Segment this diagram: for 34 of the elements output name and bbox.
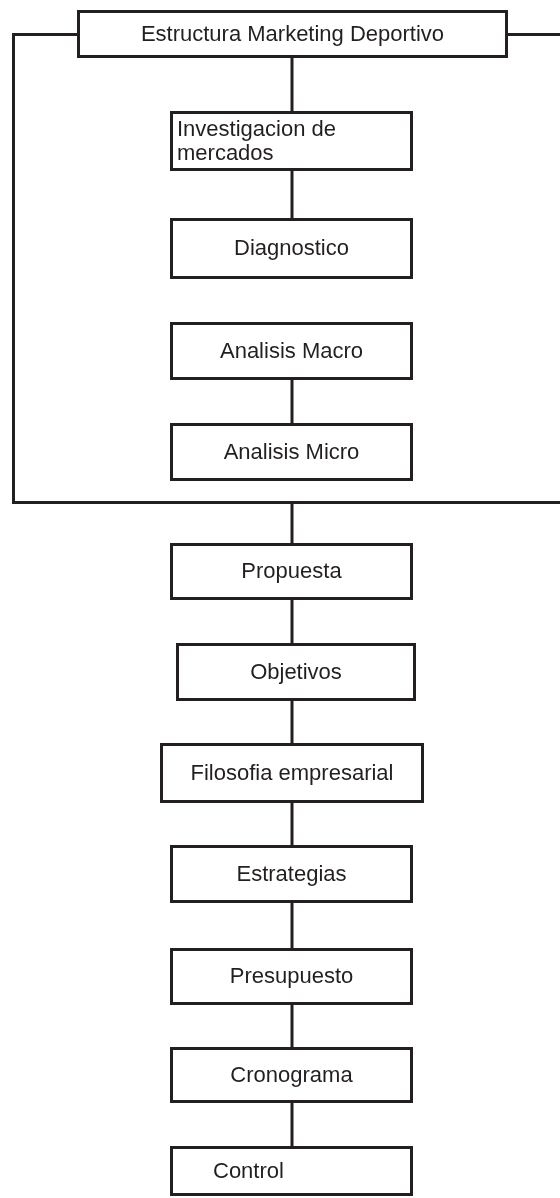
box-label: Diagnostico <box>234 236 349 261</box>
process-box <box>160 743 424 803</box>
connector-line <box>290 802 294 846</box>
connector-line <box>290 1004 294 1048</box>
box-label: Estructura Marketing Deportivo <box>140 21 445 47</box>
box-label: Investigacion de mercados <box>177 116 337 166</box>
process-box <box>77 10 508 58</box>
box-label: Objetivos <box>250 659 342 685</box>
connector-line <box>290 503 294 544</box>
process-box <box>170 322 413 380</box>
connector-line <box>290 1102 294 1147</box>
connector-line <box>290 902 294 949</box>
process-box <box>170 1146 413 1196</box>
connector-line <box>290 379 294 424</box>
process-box <box>170 423 413 481</box>
box-label: Cronograma <box>230 1062 353 1088</box>
process-box <box>170 218 413 279</box>
process-box <box>170 1047 413 1103</box>
box-label: Filosofia empresarial <box>190 760 394 786</box>
connector-line <box>290 170 294 219</box>
box-label: Control <box>213 1158 284 1184</box>
process-box <box>170 543 413 600</box>
box-label: Estrategias <box>236 861 347 887</box>
box-label: Analisis Micro <box>223 439 360 465</box>
box-label: Analisis Macro <box>219 338 363 364</box>
connector-line <box>290 700 294 744</box>
box-label: Presupuesto <box>229 964 354 989</box>
connector-line <box>290 57 294 112</box>
connector-line <box>290 599 294 644</box>
box-label: Propuesta <box>241 559 342 584</box>
process-box <box>170 845 413 903</box>
process-box <box>170 948 413 1005</box>
process-box <box>176 643 416 701</box>
process-box <box>170 111 413 171</box>
